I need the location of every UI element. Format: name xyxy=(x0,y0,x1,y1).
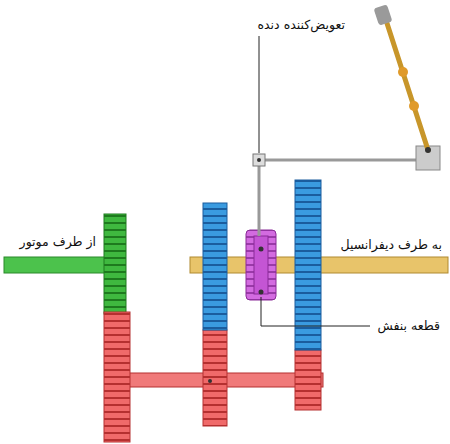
counter-gear xyxy=(104,312,130,442)
pivot-dot xyxy=(259,247,264,252)
lever-base xyxy=(416,146,440,170)
pivot-dot xyxy=(208,379,212,383)
shift-collar xyxy=(246,230,276,300)
part-label: از طرف موتور xyxy=(18,234,98,250)
gear-lever xyxy=(384,14,428,150)
leader-line xyxy=(259,36,260,153)
shift-rod xyxy=(259,159,418,162)
shift-fork xyxy=(258,160,261,236)
pivot-dot xyxy=(259,290,264,295)
pivot-dot xyxy=(425,147,431,153)
lever-joint xyxy=(409,101,419,111)
lever-knob xyxy=(374,4,393,25)
shift-collar xyxy=(254,236,268,294)
part-label: به طرف دیفرانسیل xyxy=(338,237,444,253)
pivot-dot xyxy=(257,158,261,162)
lever-joint xyxy=(398,67,408,77)
input-gear xyxy=(104,214,126,314)
part-label: تعویض‌کننده دنده xyxy=(256,17,348,33)
output-gear xyxy=(295,180,321,350)
counter-gear xyxy=(203,330,227,426)
part-label: قطعه بنفش xyxy=(376,318,442,334)
counter-gear xyxy=(295,350,321,410)
rod-joint xyxy=(253,154,265,166)
input-shaft xyxy=(4,257,110,273)
output-gear xyxy=(203,203,227,330)
leader-line xyxy=(261,297,370,326)
